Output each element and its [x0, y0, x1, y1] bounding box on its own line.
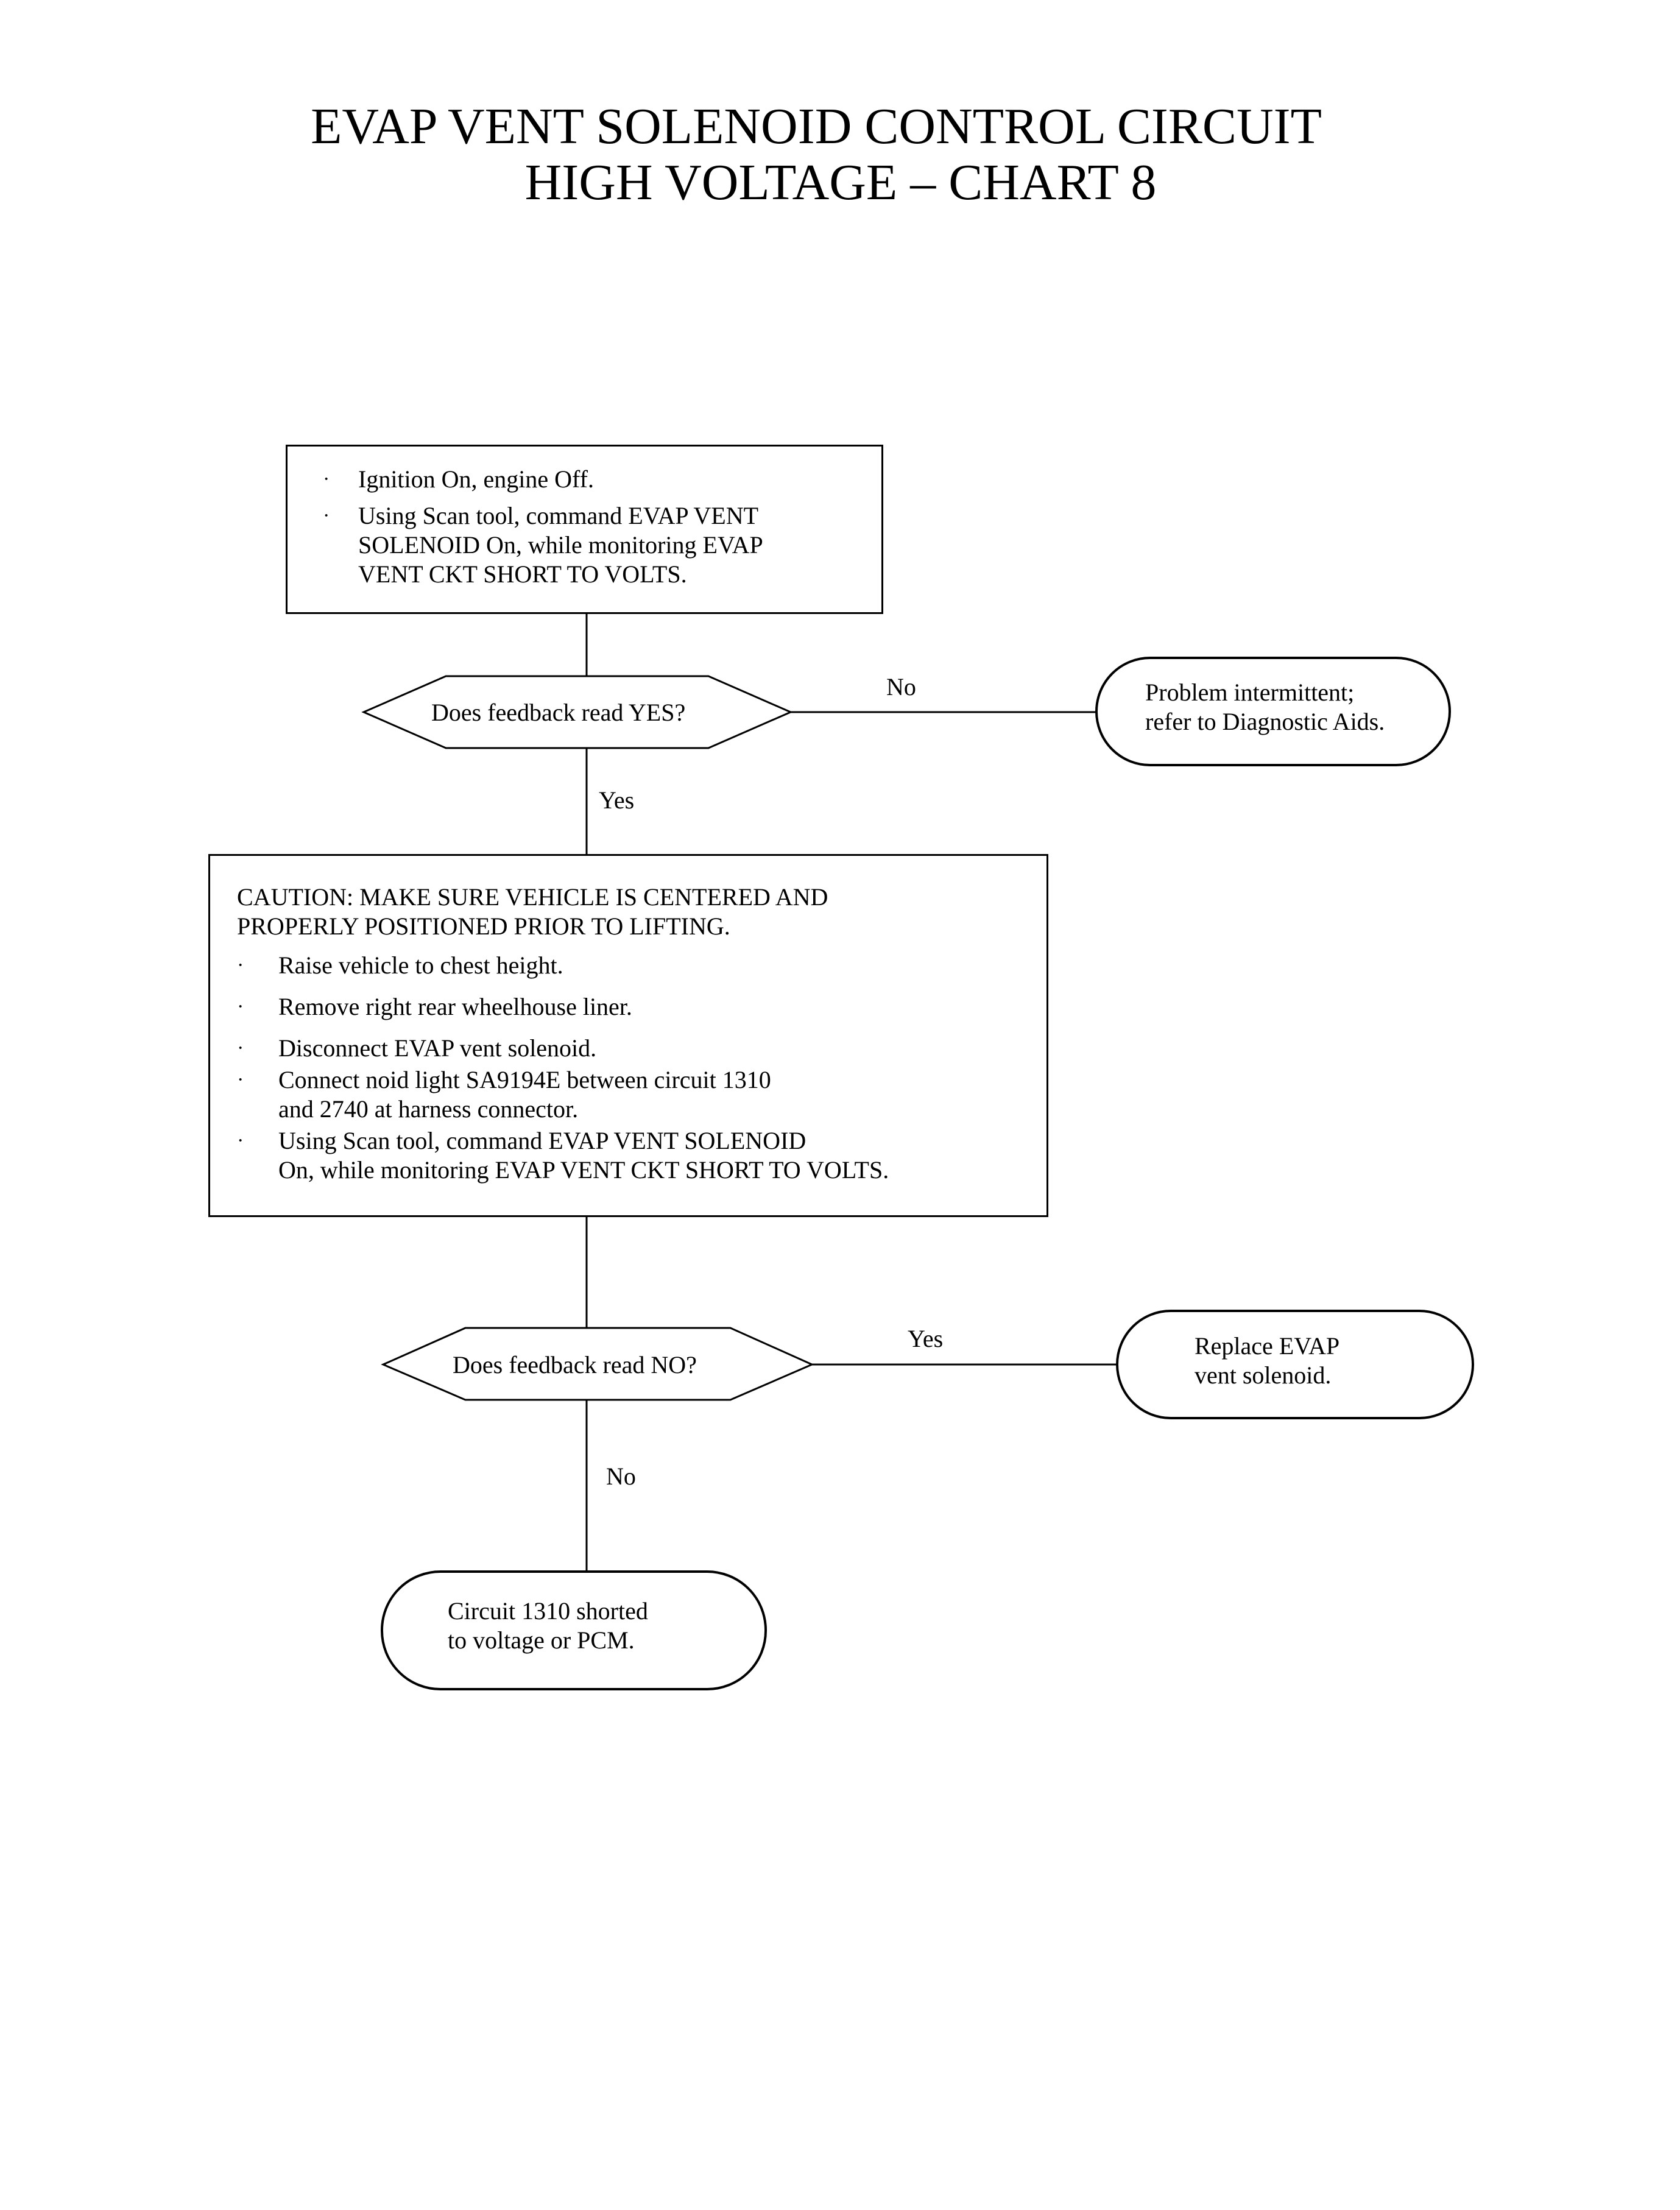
step1-box: · Ignition On, engine Off. · Using Scan …	[286, 445, 883, 614]
step1-bullet-2-line-2: SOLENOID On, while monitoring EVAP	[358, 531, 763, 559]
decision1-shape	[361, 675, 793, 749]
bullet-dot: ·	[323, 504, 330, 527]
step2-caution: CAUTION: MAKE SURE VEHICLE IS CENTERED A…	[237, 883, 1034, 941]
step2-caution-line-2: PROPERLY POSITIONED PRIOR TO LIFTING.	[237, 913, 730, 940]
decision1-no-label: No	[886, 673, 916, 701]
step1-bullet-1: · Ignition On, engine Off.	[323, 465, 869, 494]
decision2-yes-label: Yes	[908, 1325, 944, 1352]
step2-bullet-4-line-2: and 2740 at harness connector.	[278, 1095, 579, 1123]
bullet-dot: ·	[323, 468, 330, 490]
bullet-dot: ·	[237, 954, 244, 976]
terminal-intermittent-line-1: Problem intermittent;	[1145, 679, 1355, 706]
bullet-dot: ·	[237, 1037, 244, 1059]
terminal-replace-line-1: Replace EVAP	[1195, 1332, 1340, 1360]
bullet-dot: ·	[237, 995, 244, 1018]
step2-bullet-1-line-1: Raise vehicle to chest height.	[278, 951, 563, 979]
terminal-circuit-text: Circuit 1310 shorted to voltage or PCM.	[448, 1597, 648, 1655]
bullet-dot: ·	[237, 1068, 244, 1091]
terminal-replace-line-2: vent solenoid.	[1195, 1361, 1332, 1389]
step2-bullet-2: · Remove right rear wheelhouse liner.	[237, 992, 1034, 1022]
step2-bullet-2-line-1: Remove right rear wheelhouse liner.	[278, 993, 632, 1020]
step2-bullet-5-line-1: Using Scan tool, command EVAP VENT SOLEN…	[278, 1127, 806, 1154]
step2-bullet-4: · Connect noid light SA9194E between cir…	[237, 1065, 1034, 1124]
terminal-replace-text: Replace EVAP vent solenoid.	[1195, 1332, 1339, 1390]
step2-box: CAUTION: MAKE SURE VEHICLE IS CENTERED A…	[208, 854, 1048, 1217]
step1-bullet-2-line-1: Using Scan tool, command EVAP VENT	[358, 502, 759, 529]
step2-caution-line-1: CAUTION: MAKE SURE VEHICLE IS CENTERED A…	[237, 883, 828, 911]
decision2-shape	[381, 1327, 814, 1401]
chart-title-line-2: HIGH VOLTAGE – CHART 8	[524, 154, 1157, 211]
chart-title-line-1: EVAP VENT SOLENOID CONTROL CIRCUIT	[311, 98, 1322, 155]
decision1-question: Does feedback read YES?	[431, 699, 686, 726]
step2-bullet-5: · Using Scan tool, command EVAP VENT SOL…	[237, 1126, 1034, 1185]
step2-bullet-1: · Raise vehicle to chest height.	[237, 951, 1034, 980]
decision1-yes-label: Yes	[599, 786, 635, 814]
terminal-intermittent-text: Problem intermittent; refer to Diagnosti…	[1145, 678, 1385, 736]
bullet-dot: ·	[237, 1129, 244, 1152]
step2-bullet-5-line-2: On, while monitoring EVAP VENT CKT SHORT…	[278, 1156, 889, 1184]
step2-bullet-3-line-1: Disconnect EVAP vent solenoid.	[278, 1034, 597, 1062]
terminal-circuit-shape	[381, 1570, 767, 1690]
step1-bullet-2-line-3: VENT CKT SHORT TO VOLTS.	[358, 560, 687, 588]
decision2-no-label: No	[606, 1463, 636, 1490]
terminal-replace-shape	[1116, 1310, 1474, 1419]
step2-bullet-4-line-1: Connect noid light SA9194E between circu…	[278, 1066, 771, 1093]
terminal-circuit-line-2: to voltage or PCM.	[448, 1626, 635, 1654]
step2-bullet-3: · Disconnect EVAP vent solenoid.	[237, 1034, 1034, 1063]
step1-bullet-2: · Using Scan tool, command EVAP VENT SOL…	[323, 501, 869, 589]
decision2-question: Does feedback read NO?	[453, 1351, 697, 1379]
step1-bullet-1-line-1: Ignition On, engine Off.	[358, 465, 594, 493]
terminal-circuit-line-1: Circuit 1310 shorted	[448, 1597, 648, 1625]
terminal-intermittent-shape	[1095, 657, 1451, 766]
terminal-intermittent-line-2: refer to Diagnostic Aids.	[1145, 708, 1385, 735]
